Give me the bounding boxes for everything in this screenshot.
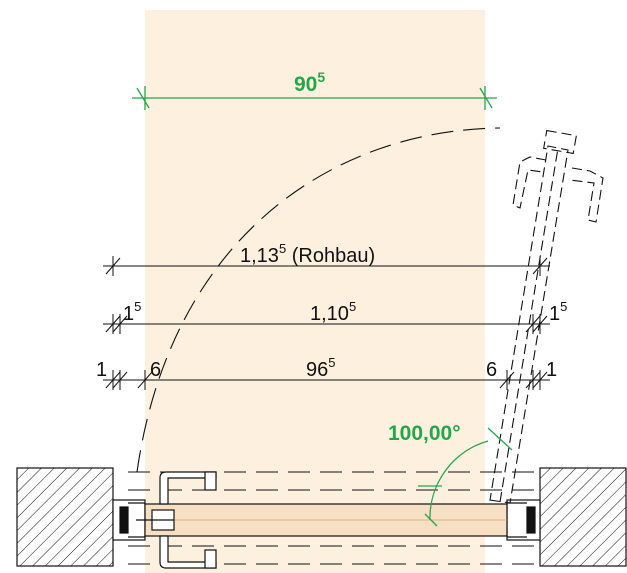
door-leaf-open (489, 129, 604, 504)
dim-frame-width-label: 1,105 (310, 299, 356, 325)
dim-clear-width (132, 86, 497, 110)
dim-frame-width (103, 314, 550, 334)
frame-jamb-right (506, 499, 541, 541)
dim-rough-opening-label: 1,135 (Rohbau) (240, 241, 375, 267)
clear-passage-zone (145, 10, 485, 573)
dim-frame-right-label: 15 (549, 299, 567, 325)
lever-handle (136, 471, 217, 569)
dim-clear-width-label: 905 (294, 69, 325, 96)
angle-indicator (418, 427, 513, 527)
dim-rough-opening (103, 256, 550, 276)
opening-angle-label: 100,00° (388, 422, 461, 445)
dim-gap-right-label: 1 (546, 359, 557, 381)
dim-frame-left-label: 15 (123, 299, 141, 325)
dim-rebate-left-label: 6 (150, 359, 161, 381)
wall-left (16, 467, 114, 567)
dim-leaf-width-label: 965 (306, 355, 335, 381)
dim-rebate-right-label: 6 (486, 359, 497, 381)
frame-jamb-left (112, 499, 146, 541)
wall-right (539, 467, 627, 567)
dim-leaf-width (103, 370, 550, 390)
dim-gap-left-label: 1 (96, 359, 107, 381)
door-swing-arc (136, 127, 501, 473)
